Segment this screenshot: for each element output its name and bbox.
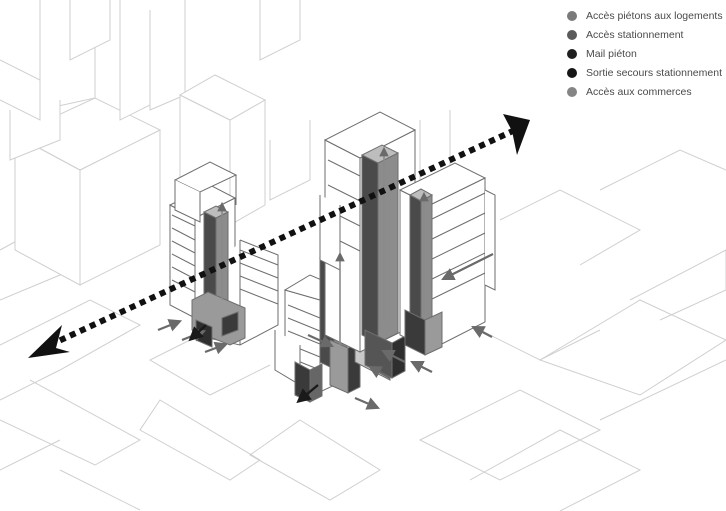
legend-label: Sortie secours stationnement	[586, 66, 722, 79]
legend-dot-icon	[567, 48, 577, 59]
tall-tower	[319, 111, 417, 379]
legend-label: Accès aux commerces	[586, 85, 692, 98]
background-towers	[0, 0, 451, 286]
legend-label: Mail piéton	[586, 47, 637, 60]
legend-item-parking-emergency-exit: Sortie secours stationnement	[567, 63, 725, 82]
access-arrows	[157, 253, 494, 410]
legend-dot-icon	[567, 86, 577, 97]
legend-dot-icon	[567, 10, 577, 21]
legend-label: Accès piétons aux logements	[586, 9, 723, 22]
legend-dot-icon	[567, 29, 577, 40]
legend-item-retail-access: Accès aux commerces	[567, 82, 725, 101]
legend-dot-icon	[567, 67, 577, 78]
legend: Accès piétons aux logements Accès statio…	[567, 6, 725, 101]
emergency-exit-arrows	[188, 324, 319, 404]
legend-label: Accès stationnement	[586, 28, 684, 41]
legend-item-pedestrian-housing-access: Accès piétons aux logements	[567, 6, 725, 25]
legend-item-parking-access: Accès stationnement	[567, 25, 725, 44]
pedestrian-mall-axis	[28, 114, 530, 358]
legend-item-pedestrian-mall: Mail piéton	[567, 44, 725, 63]
vertical-circulation-arrows	[217, 146, 429, 345]
